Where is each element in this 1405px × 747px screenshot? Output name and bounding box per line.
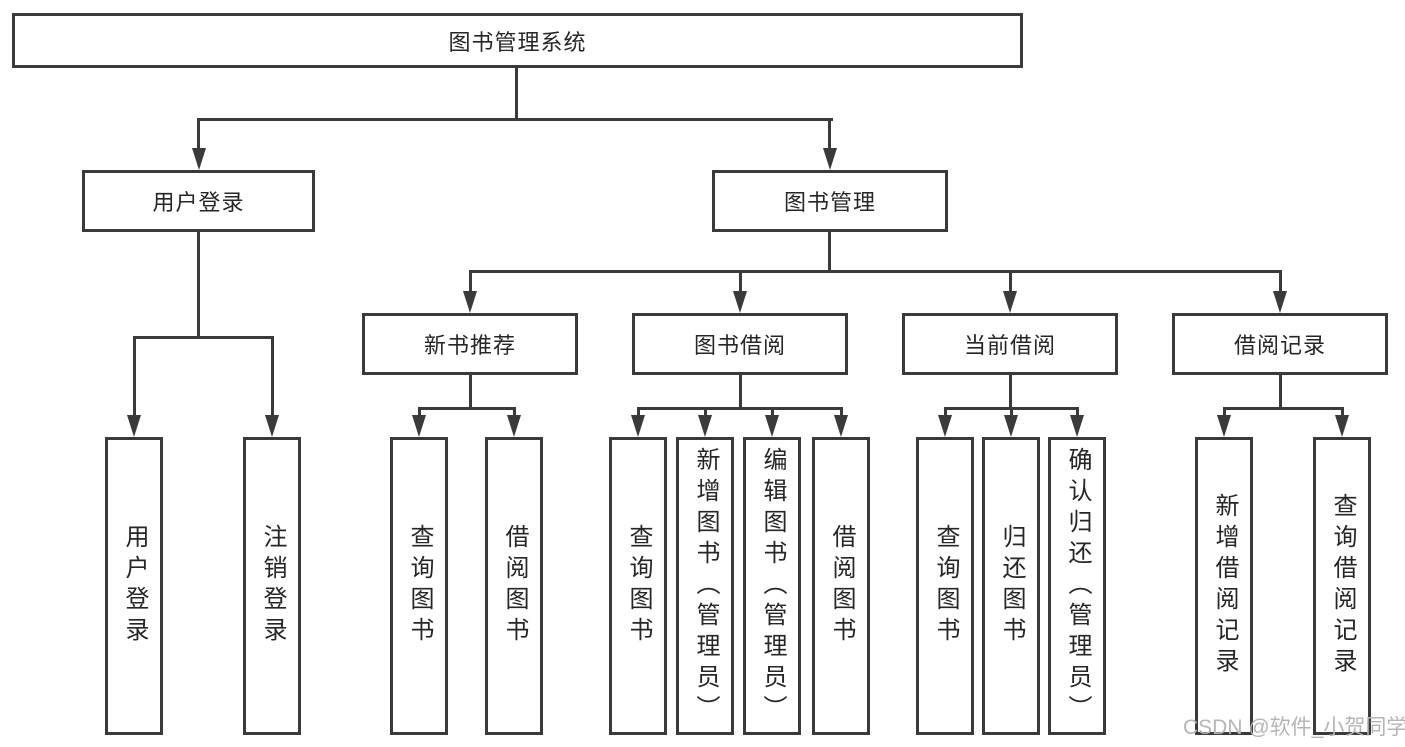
connector-level3-drop bbox=[1279, 270, 1282, 291]
connector-leaf-drop bbox=[944, 407, 947, 415]
connector-currentborrow-stem bbox=[1009, 375, 1012, 409]
node-user-login-label: 用户登录 bbox=[152, 190, 245, 215]
connector-leaf-drop bbox=[513, 407, 516, 415]
node-book-borrow-label: 图书借阅 bbox=[693, 333, 786, 358]
arrow-down-icon bbox=[823, 148, 837, 170]
arrow-down-icon bbox=[631, 415, 645, 437]
node-current-borrow: 当前借阅 bbox=[902, 313, 1118, 375]
connector-userlogin-stem bbox=[197, 232, 200, 339]
connector-leaf-drop bbox=[133, 336, 136, 415]
connector-leaf-drop bbox=[1010, 407, 1013, 415]
connector-level2-horizontal bbox=[197, 118, 833, 121]
arrow-down-icon bbox=[1004, 415, 1018, 437]
node-new-book-recommend: 新书推荐 bbox=[362, 313, 578, 375]
arrow-down-icon bbox=[127, 415, 141, 437]
arrow-down-icon bbox=[765, 415, 779, 437]
node-book-borrow: 图书借阅 bbox=[632, 313, 848, 375]
arrow-down-icon bbox=[938, 415, 952, 437]
connector-root-stem bbox=[515, 68, 518, 121]
leaf-user-login: 用户登录 bbox=[105, 437, 163, 735]
arrow-down-icon bbox=[1003, 291, 1017, 313]
node-root-label: 图书管理系统 bbox=[448, 29, 587, 55]
arrow-down-icon bbox=[265, 415, 279, 437]
connector-leaf-drop bbox=[271, 336, 274, 415]
leaf-borrow-borrow: 借阅图书 bbox=[812, 437, 870, 735]
arrow-down-icon bbox=[507, 415, 521, 437]
connector-leaf-drop bbox=[637, 407, 640, 415]
leaf-records-add-label: 新增借阅记录 bbox=[1211, 493, 1238, 679]
leaf-borrow-query: 查询图书 bbox=[609, 437, 667, 735]
connector-level3-drop bbox=[1009, 270, 1012, 291]
connector-bookmgmt-drop bbox=[828, 118, 831, 148]
connector-newbooks-stem bbox=[469, 375, 472, 409]
arrow-down-icon bbox=[463, 291, 477, 313]
leaf-borrow-query-label: 查询图书 bbox=[625, 524, 652, 648]
arrow-down-icon bbox=[192, 148, 206, 170]
node-book-management: 图书管理 bbox=[712, 170, 948, 232]
leaf-borrow-add-label: 新增图书（管理员） bbox=[692, 446, 719, 726]
leaf-current-return-label: 归还图书 bbox=[998, 524, 1025, 648]
node-borrow-records-label: 借阅记录 bbox=[1233, 333, 1326, 358]
connector-records-stem bbox=[1279, 375, 1282, 409]
connector-leaf-drop bbox=[418, 407, 421, 415]
connector-leaf-drop bbox=[1341, 407, 1344, 415]
leaf-newbooks-borrow-label: 借阅图书 bbox=[501, 524, 528, 648]
connector-leaf-drop bbox=[771, 407, 774, 415]
connector-leaf-drop bbox=[840, 407, 843, 415]
arrow-down-icon bbox=[1273, 291, 1287, 313]
arrow-down-icon bbox=[1070, 415, 1084, 437]
connector-newbooks-split bbox=[418, 407, 516, 410]
leaf-current-return: 归还图书 bbox=[982, 437, 1040, 735]
leaf-records-add: 新增借阅记录 bbox=[1195, 437, 1253, 735]
node-root: 图书管理系统 bbox=[12, 13, 1023, 68]
connector-userlogin-split bbox=[133, 336, 274, 339]
node-user-login: 用户登录 bbox=[82, 170, 315, 232]
connector-leaf-drop bbox=[1223, 407, 1226, 415]
connector-bookborrow-stem bbox=[739, 375, 742, 409]
leaf-newbooks-borrow: 借阅图书 bbox=[485, 437, 543, 735]
arrow-down-icon bbox=[733, 291, 747, 313]
leaf-borrow-add: 新增图书（管理员） bbox=[676, 437, 734, 735]
arrow-down-icon bbox=[1217, 415, 1231, 437]
leaf-borrow-edit: 编辑图书（管理员） bbox=[743, 437, 801, 735]
connector-leaf-drop bbox=[704, 407, 707, 415]
leaf-borrow-borrow-label: 借阅图书 bbox=[828, 524, 855, 648]
connector-leaf-drop bbox=[1076, 407, 1079, 415]
leaf-newbooks-query: 查询图书 bbox=[390, 437, 448, 735]
node-current-borrow-label: 当前借阅 bbox=[963, 333, 1056, 358]
leaf-current-confirm: 确认归还（管理员） bbox=[1048, 437, 1106, 735]
node-new-book-recommend-label: 新书推荐 bbox=[423, 333, 516, 358]
arrow-down-icon bbox=[1335, 415, 1349, 437]
connector-userlogin-drop bbox=[197, 118, 200, 148]
leaf-records-query: 查询借阅记录 bbox=[1313, 437, 1371, 735]
leaf-current-confirm-label: 确认归还（管理员） bbox=[1064, 446, 1091, 726]
leaf-logout: 注销登录 bbox=[243, 437, 301, 735]
node-book-management-label: 图书管理 bbox=[783, 190, 876, 215]
leaf-newbooks-query-label: 查询图书 bbox=[406, 524, 433, 648]
connector-level3-drop bbox=[739, 270, 742, 291]
connector-bookborrow-split bbox=[637, 407, 843, 410]
connector-level3-horizontal bbox=[469, 270, 1282, 273]
arrow-down-icon bbox=[698, 415, 712, 437]
arrow-down-icon bbox=[834, 415, 848, 437]
leaf-current-query-label: 查询图书 bbox=[932, 524, 959, 648]
connector-level3-drop bbox=[469, 270, 472, 291]
connector-bookmgmt-stem bbox=[828, 232, 831, 272]
arrow-down-icon bbox=[412, 415, 426, 437]
leaf-records-query-label: 查询借阅记录 bbox=[1329, 493, 1356, 679]
connector-records-split bbox=[1223, 407, 1344, 410]
leaf-user-login-label: 用户登录 bbox=[121, 524, 148, 648]
csdn-watermark: CSDN @软件_小贺同学 bbox=[1183, 716, 1405, 739]
leaf-current-query: 查询图书 bbox=[916, 437, 974, 735]
node-borrow-records: 借阅记录 bbox=[1172, 313, 1388, 375]
leaf-borrow-edit-label: 编辑图书（管理员） bbox=[759, 446, 786, 726]
leaf-logout-label: 注销登录 bbox=[259, 524, 286, 648]
